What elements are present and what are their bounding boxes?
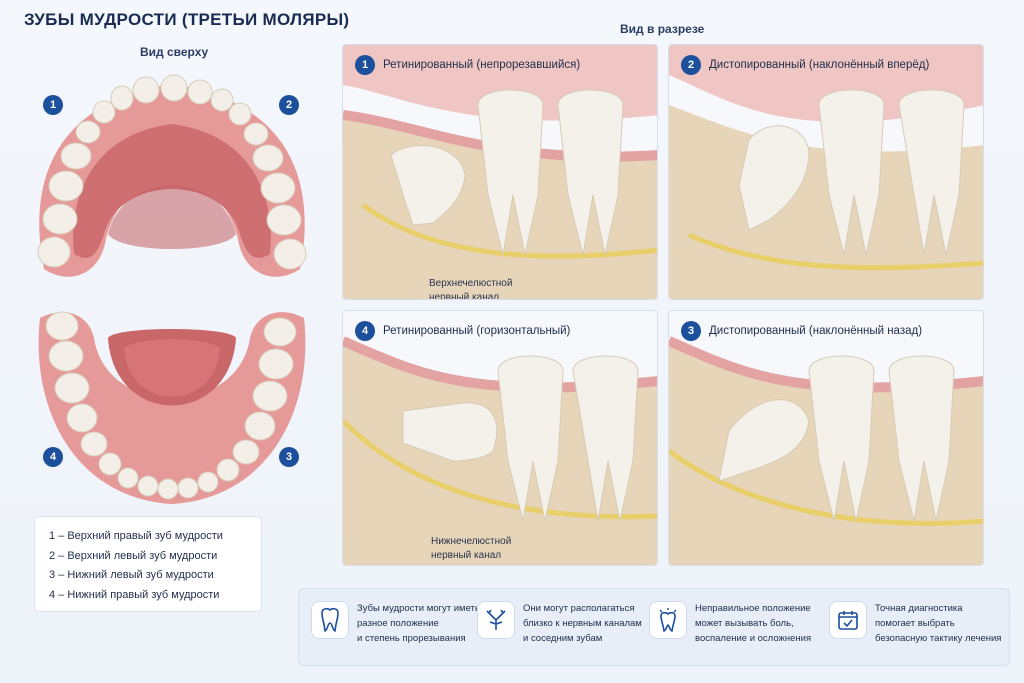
cross-section-illustration (343, 45, 657, 299)
panel-number-badge: 3 (681, 321, 701, 341)
badge-lower-left: 3 (279, 447, 299, 467)
panel-header: 2 Дистопированный (наклонённый вперёд) (681, 55, 929, 75)
fact-text: Зубы мудрости могут иметь (357, 603, 480, 614)
fact-item: Зубы мудрости могут иметь разное положен… (311, 601, 485, 646)
fact-text: помогает выбрать (875, 618, 955, 629)
annotation-line: Нижнечелюстной (431, 536, 512, 547)
panel-impacted-upper: 1 Ретинированный (непрорезавшийся) Верхн… (342, 44, 658, 300)
fact-text: Они могут располагаться (523, 603, 635, 614)
panel-number-badge: 2 (681, 55, 701, 75)
tooth-pain-icon (649, 601, 687, 639)
legend-item: 2 – Верхний левый зуб мудрости (49, 549, 218, 562)
badge-lower-right: 4 (43, 447, 63, 467)
fact-text: Точная диагностика (875, 603, 963, 614)
fact-text: и соседним зубам (523, 633, 603, 644)
fact-text: разное положение (357, 618, 439, 629)
annotation-line: нервный канал (429, 292, 500, 300)
panel-number-badge: 4 (355, 321, 375, 341)
cross-section-illustration (343, 311, 657, 565)
annotation-line: нервный канал (431, 550, 502, 561)
annotation-line: Верхнечелюстной (429, 278, 513, 289)
fact-text: может вызывать боль, (695, 618, 794, 629)
panel-title: Ретинированный (непрорезавшийся) (383, 59, 581, 71)
cross-section-illustration (669, 311, 983, 565)
tooth-icon (311, 601, 349, 639)
panel-title: Ретинированный (горизонтальный) (383, 325, 571, 337)
section-view-heading: Вид в разрезе (620, 22, 705, 36)
facts-bar: Зубы мудрости могут иметь разное положен… (298, 588, 1010, 666)
badge-upper-right: 1 (43, 95, 63, 115)
mandibular-canal-label: Нижнечелюстной нервный канал (431, 535, 511, 563)
page-title: ЗУБЫ МУДРОСТИ (ТРЕТЬИ МОЛЯРЫ) (24, 10, 350, 29)
panel-title: Дистопированный (наклонённый назад) (709, 325, 923, 337)
fact-text: Неправильное положение (695, 603, 811, 614)
panel-tilted-back: 3 Дистопированный (наклонённый назад) (668, 310, 984, 566)
panel-header: 1 Ретинированный (непрорезавшийся) (355, 55, 580, 75)
maxillary-canal-label: Верхнечелюстной нервный канал (429, 277, 513, 300)
badge-upper-left: 2 (279, 95, 299, 115)
legend-box: 1 – Верхний правый зуб мудрости 2 – Верх… (34, 516, 262, 612)
panel-number-badge: 1 (355, 55, 375, 75)
nerve-icon (477, 601, 515, 639)
fact-text: безопасную тактику лечения (875, 633, 1002, 644)
panel-title: Дистопированный (наклонённый вперёд) (709, 59, 930, 71)
cross-section-illustration (669, 45, 983, 299)
fact-text: и степень прорезывания (357, 633, 466, 644)
fact-text: близко к нервным каналам (523, 618, 642, 629)
fact-item: Точная диагностика помогает выбрать безо… (829, 601, 1024, 646)
fact-item: Неправильное положение может вызывать бо… (649, 601, 823, 646)
upper-jaw-illustration (37, 74, 307, 277)
legend-item: 1 – Верхний правый зуб мудрости (49, 530, 223, 542)
fact-item: Они могут располагаться близко к нервным… (477, 601, 651, 646)
legend-item: 4 – Нижний правый зуб мудрости (49, 588, 220, 601)
panel-tilted-forward: 2 Дистопированный (наклонённый вперёд) (668, 44, 984, 300)
top-view-heading: Вид сверху (140, 45, 209, 59)
panel-header: 4 Ретинированный (горизонтальный) (355, 321, 570, 341)
calendar-check-icon (829, 601, 867, 639)
panel-horizontal: 4 Ретинированный (горизонтальный) Нижнеч… (342, 310, 658, 566)
legend-item: 3 – Нижний левый зуб мудрости (49, 569, 214, 581)
panel-header: 3 Дистопированный (наклонённый назад) (681, 321, 922, 341)
lower-jaw-illustration (38, 311, 306, 504)
fact-text: воспаление и осложнения (695, 633, 812, 644)
